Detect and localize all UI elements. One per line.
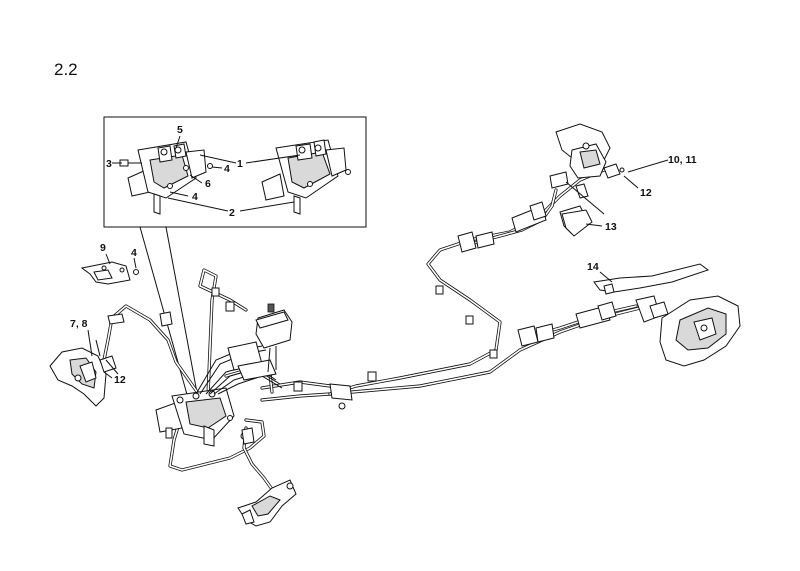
line-clips — [211, 285, 498, 392]
rear-brake-right — [517, 295, 741, 367]
callout-12-top: 12 — [640, 187, 652, 199]
hose-top-right — [457, 188, 587, 253]
bracket-9 — [80, 253, 139, 285]
wiring-harness — [195, 341, 283, 395]
bracket-13 — [561, 209, 593, 237]
callout-10-11: 10, 11 — [668, 154, 697, 166]
modulator-left — [119, 141, 213, 215]
bracket-14 — [593, 263, 710, 295]
modulator-right — [261, 139, 351, 215]
callout-4-inset-a: 4 — [224, 163, 230, 175]
inset-frame — [103, 116, 367, 228]
callout-4-bracket: 4 — [131, 247, 137, 259]
callout-6: 6 — [205, 178, 211, 190]
callout-7-8: 7, 8 — [70, 318, 88, 330]
section-number: 2.2 — [54, 60, 78, 79]
inset-leader-left — [139, 226, 189, 399]
front-left-brake — [49, 339, 119, 407]
callout-labels: 1 2 3 4 4 4 5 6 7, 8 9 10, 11 12 12 13 1… — [70, 124, 697, 386]
callout-2: 2 — [229, 207, 235, 219]
t-junction — [329, 383, 353, 410]
callout-9: 9 — [100, 242, 106, 254]
callout-4-inset-b: 4 — [192, 191, 198, 203]
rear-brake-top — [549, 123, 625, 215]
callout-12-left: 12 — [114, 374, 126, 386]
callout-1: 1 — [237, 158, 243, 170]
sensor-connectors — [107, 311, 173, 327]
callout-3: 3 — [106, 158, 112, 170]
callout-14: 14 — [587, 261, 599, 273]
inset-detail — [103, 116, 367, 399]
inset-leader-right — [165, 226, 199, 399]
control-module — [255, 303, 293, 373]
callout-13: 13 — [605, 221, 617, 233]
callout-5: 5 — [177, 124, 183, 136]
modulator-unit — [155, 387, 248, 447]
lower-caliper — [237, 426, 297, 527]
